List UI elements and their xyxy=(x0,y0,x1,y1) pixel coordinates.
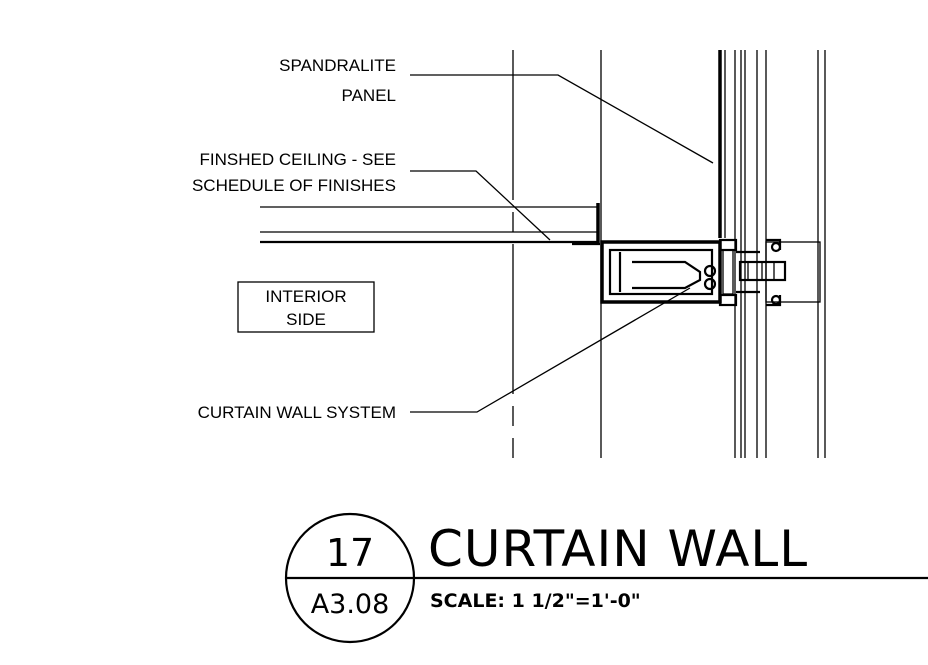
ceiling-label-line1: FINSHED CEILING - SEE xyxy=(200,150,396,169)
interior-label-line2: SIDE xyxy=(286,310,326,329)
leader-lines xyxy=(410,74,714,413)
curtain-wall-system-label: CURTAIN WALL SYSTEM xyxy=(198,403,396,422)
vertical-lines xyxy=(512,50,826,458)
interior-label-line1: INTERIOR xyxy=(265,287,346,306)
title-block: 17 A3.08 CURTAIN WALL SCALE: 1 1/2"=1'-0… xyxy=(284,512,928,644)
interior-side-box: INTERIOR SIDE xyxy=(237,281,375,333)
sheet-number: A3.08 xyxy=(311,589,390,620)
spandralite-label-line1: SPANDRALITE xyxy=(279,56,396,75)
drawing-title: CURTAIN WALL xyxy=(428,520,808,578)
spandralite-panel xyxy=(718,50,726,238)
detail-number: 17 xyxy=(326,531,374,575)
spandralite-label-line2: PANEL xyxy=(342,86,397,105)
drawing-scale: SCALE: 1 1/2"=1'-0" xyxy=(430,590,641,612)
ceiling-label-line2: SCHEDULE OF FINISHES xyxy=(192,176,396,195)
mullion-profile xyxy=(600,238,821,307)
ceiling-lines xyxy=(260,203,600,246)
